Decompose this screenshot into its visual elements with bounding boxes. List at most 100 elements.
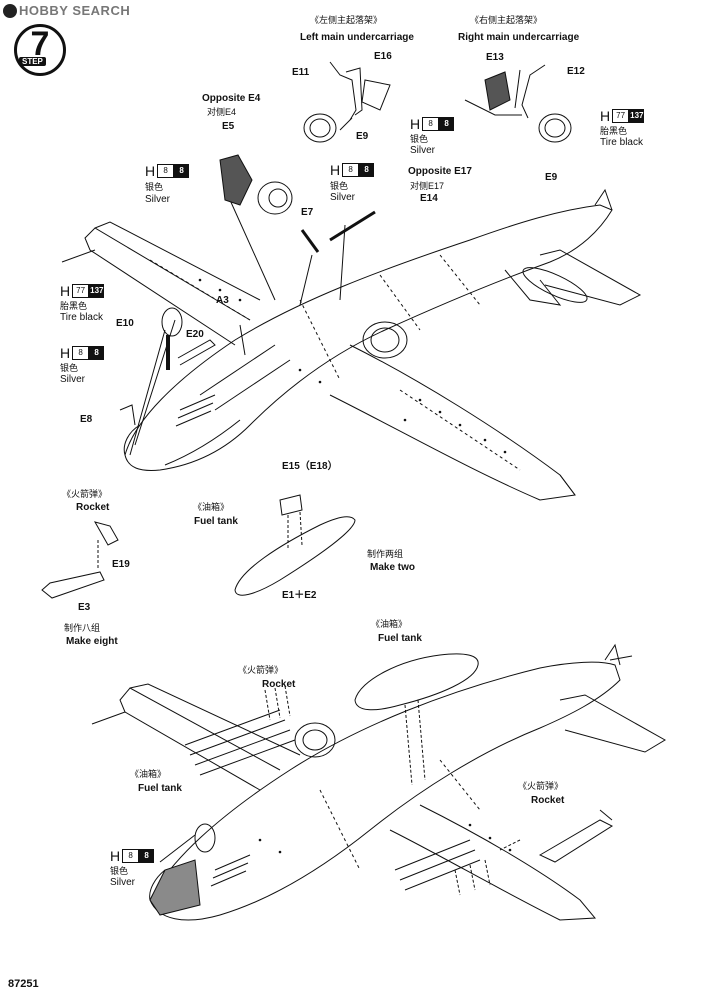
paint-callout-tire-2: H 77 137	[60, 283, 105, 299]
paint-letter: H	[60, 283, 71, 299]
lower-aircraft-drawing	[91, 643, 666, 921]
step-badge: 7 STEP	[14, 24, 66, 76]
step-word: STEP	[19, 57, 46, 66]
paint-letter: H	[145, 163, 156, 179]
paint-callout-silver-2: H 8 8	[410, 116, 455, 132]
paint-en-silver-2: Silver	[410, 145, 436, 156]
paint-cn-tire-2: 胎黑色	[60, 301, 88, 311]
part-e9-left: E9	[356, 131, 369, 142]
paint-letter: H	[410, 116, 421, 132]
e5-parts-detail	[219, 154, 376, 253]
part-e7: E7	[301, 207, 314, 218]
make-two-cn: 制作两组	[367, 549, 404, 559]
part-e11: E11	[292, 67, 310, 78]
fuel-3-en: Fuel tank	[138, 783, 182, 794]
paint-callout-silver-5: H 8 8	[110, 848, 155, 864]
part-e19: E19	[112, 559, 130, 570]
paint-cn-silver-3: 银色	[145, 182, 164, 192]
fuel-tank-subassembly	[234, 494, 356, 596]
hobby-search-logo-icon	[3, 3, 17, 18]
paint-cn-silver-1: 银色	[330, 181, 349, 191]
fuel-1-cn: 《油箱》	[193, 502, 230, 512]
paint-code-a: 8	[122, 849, 140, 863]
paint-cn-tire-1: 胎黑色	[600, 126, 628, 136]
paint-cn-silver-2: 银色	[410, 134, 429, 144]
make-two-en: Make two	[370, 562, 416, 573]
paint-code-a: 8	[72, 346, 90, 360]
e10-tire-detail	[119, 307, 216, 426]
fuel-1-en: Fuel tank	[194, 516, 238, 527]
part-e15-e18: E15（E18）	[282, 461, 338, 472]
paint-letter: H	[110, 848, 121, 864]
paint-code-a: 77	[72, 284, 90, 298]
paint-code-b: 137	[89, 284, 105, 298]
left-main-heading-cn: 《左侧主起落架》	[310, 15, 383, 25]
hobby-search-watermark: HOBBY SEARCH	[3, 3, 130, 18]
paint-cn-silver-4: 银色	[60, 363, 79, 373]
watermark-text: HOBBY SEARCH	[19, 3, 131, 18]
part-e16: E16	[374, 51, 392, 62]
paint-code-a: 8	[422, 117, 440, 131]
paint-code-b: 8	[89, 346, 105, 360]
rocket-subassembly	[41, 521, 119, 599]
left-undercarriage-detail	[303, 61, 391, 143]
part-e8: E8	[80, 414, 93, 425]
paint-code-b: 8	[359, 163, 375, 177]
paint-en-silver-3: Silver	[145, 194, 171, 205]
part-e12: E12	[567, 66, 585, 77]
opposite-e17-en: Opposite E17	[408, 166, 472, 177]
fuel-3-cn: 《油箱》	[130, 769, 167, 779]
rocket-1-en: Rocket	[76, 502, 110, 513]
paint-letter: H	[330, 162, 341, 178]
paint-en-silver-4: Silver	[60, 374, 86, 385]
part-e5: E5	[222, 121, 235, 132]
part-e14: E14	[420, 193, 438, 204]
rocket-2-en: Rocket	[262, 679, 296, 690]
left-main-heading-en: Left main undercarriage	[300, 32, 414, 43]
paint-code-a: 77	[612, 109, 630, 123]
paint-callout-silver-3: H 8 8	[145, 163, 190, 179]
opposite-e4-cn: 对侧E4	[207, 107, 237, 117]
make-eight-en: Make eight	[66, 636, 118, 647]
paint-code-a: 8	[342, 163, 360, 177]
rocket-1-cn: 《火箭弹》	[62, 489, 108, 499]
opposite-e4-en: Opposite E4	[202, 93, 261, 104]
paint-callout-tire-1: H 77 137	[600, 108, 645, 124]
upper-aircraft-drawing	[61, 188, 642, 501]
page-code: 87251	[8, 978, 39, 990]
paint-en-tire-1: Tire black	[600, 137, 643, 148]
right-main-heading-en: Right main undercarriage	[458, 32, 580, 43]
right-undercarriage-detail	[464, 64, 572, 143]
rocket-2-cn: 《火箭弹》	[238, 665, 284, 675]
make-eight-cn: 制作八组	[64, 623, 101, 633]
paint-letter: H	[600, 108, 611, 124]
paint-code-b: 8	[439, 117, 455, 131]
part-e13: E13	[486, 52, 504, 63]
paint-cn-silver-5: 银色	[110, 866, 129, 876]
paint-callout-silver-1: H 8 8	[330, 162, 375, 178]
paint-code-a: 8	[157, 164, 175, 178]
fuel-2-cn: 《油箱》	[371, 619, 408, 629]
paint-code-b: 8	[139, 849, 155, 863]
paint-code-b: 8	[174, 164, 190, 178]
part-e3: E3	[78, 602, 91, 613]
paint-en-silver-5: Silver	[110, 877, 136, 888]
paint-callout-silver-4: H 8 8	[60, 345, 105, 361]
step-number: 7	[30, 25, 50, 63]
fuel-2-en: Fuel tank	[378, 633, 422, 644]
part-e9-right: E9	[545, 172, 558, 183]
paint-en-tire-2: Tire black	[60, 312, 103, 323]
part-e10: E10	[116, 318, 134, 329]
right-main-heading-cn: 《右侧主起落架》	[470, 15, 543, 25]
paint-letter: H	[60, 345, 71, 361]
rocket-3-cn: 《火箭弹》	[518, 781, 564, 791]
paint-code-b: 137	[629, 109, 645, 123]
rocket-3-en: Rocket	[531, 795, 565, 806]
opposite-e17-cn: 对侧E17	[410, 181, 445, 191]
paint-en-silver-1: Silver	[330, 192, 356, 203]
part-a3: A3	[216, 295, 229, 306]
part-e1-e2: E1＋E2	[282, 590, 317, 601]
part-e20: E20	[186, 329, 204, 340]
